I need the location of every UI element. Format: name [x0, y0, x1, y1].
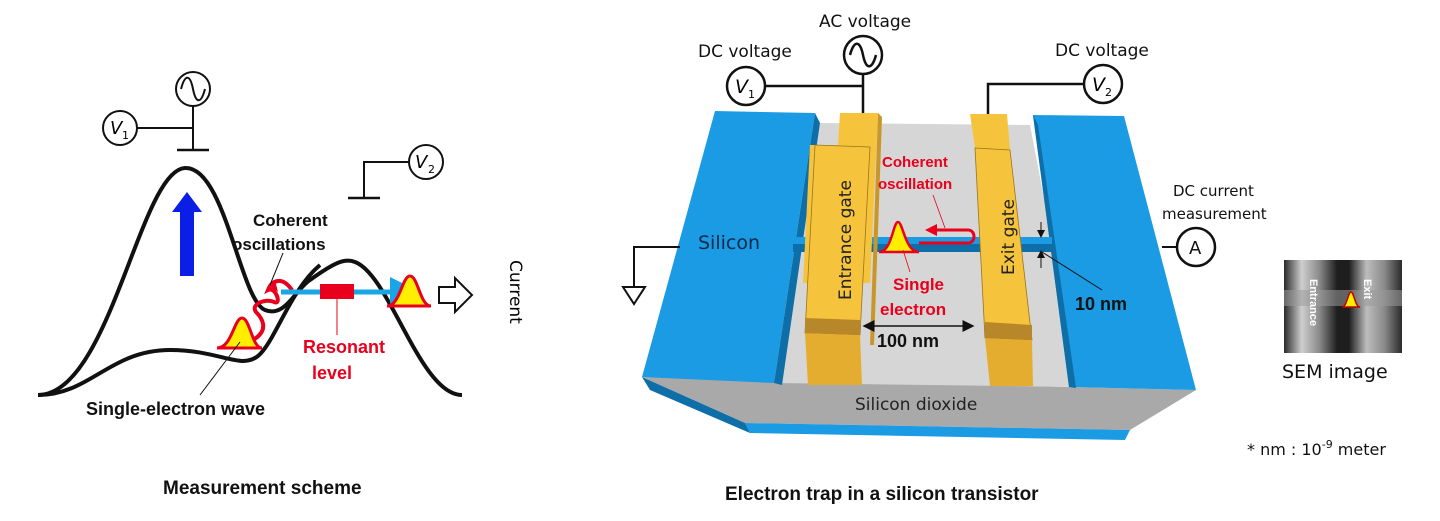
resonant-level-bar: [320, 284, 354, 299]
v2-source-icon: V 2: [408, 144, 444, 180]
v2-symbol: V: [415, 152, 429, 173]
single-electron-wave-icon: [878, 220, 920, 254]
resonant-level-label-1: Resonant: [303, 337, 385, 357]
v1-subscript: 1: [122, 129, 129, 142]
silicon-dioxide-layer: [642, 377, 1196, 430]
ammeter-symbol: A: [1189, 238, 1202, 259]
v2-subscript: 2: [1105, 86, 1112, 99]
potential-curve-lower: [37, 263, 322, 397]
resonant-level-label-2: level: [312, 363, 352, 383]
coherent-oscillation-label-1: Coherent: [882, 154, 948, 171]
exit-gate: [970, 114, 1033, 386]
coherent-oscillation-arrow: [919, 228, 976, 245]
silicon-transistor-caption: Electron trap in a silicon transistor: [725, 484, 1039, 505]
exit-gate-label: Exit gate: [999, 199, 1019, 275]
v2-symbol: V: [1092, 74, 1107, 96]
dc-current-label-2: measurement: [1162, 205, 1267, 223]
measurement-scheme-caption: Measurement scheme: [163, 478, 362, 499]
single-electron-label-2: electron: [880, 300, 946, 319]
silicon-dioxide-label: Silicon dioxide: [855, 395, 977, 415]
v1-subscript: 1: [748, 88, 755, 101]
silicon-transistor-panel: AC voltage DC voltage V 1 DC voltage V 2…: [621, 12, 1267, 505]
dc-voltage-left-label: DC voltage: [698, 42, 792, 62]
coherent-oscillations-label-1: Coherent: [253, 211, 328, 230]
output-wave-icon: [386, 274, 432, 308]
v2-source-icon: V 2: [1082, 63, 1124, 105]
potential-curve-upper: [37, 165, 463, 397]
dc-current-label-1: DC current: [1173, 182, 1254, 200]
entrance-gate: [803, 113, 882, 385]
ammeter-icon: A: [1175, 226, 1217, 268]
ac-voltage-label: AC voltage: [819, 12, 911, 32]
footnote: * nm : 10-9 meter: [1247, 438, 1386, 459]
wire-width-label: 10 nm: [1075, 294, 1127, 314]
silicon-label: Silicon: [698, 232, 760, 254]
current-arrow-icon: [438, 275, 474, 315]
ac-source-icon: [842, 34, 884, 76]
sem-image: Entrance Exit SEM image: [1282, 260, 1402, 383]
v1-source-icon: V 1: [102, 110, 138, 146]
sem-caption: SEM image: [1282, 361, 1388, 383]
single-electron-wave-icon: [216, 316, 263, 350]
measurement-scheme-panel: V 1 V 2: [37, 71, 525, 499]
v1-symbol: V: [110, 118, 124, 139]
dc-voltage-right-label: DC voltage: [1055, 41, 1149, 61]
coherent-oscillation-label-2: oscillation: [878, 176, 952, 193]
silicon-right-block: [1033, 115, 1196, 390]
single-electron-wave-label: Single-electron wave: [86, 399, 265, 419]
sem-exit-label: Exit: [1361, 279, 1373, 300]
single-electron-label-1: Single: [893, 275, 944, 294]
current-label: Current: [505, 260, 525, 324]
v2-subscript: 2: [428, 163, 435, 176]
silicon-left-block: [642, 111, 815, 383]
sem-entrance-label: Entrance: [1307, 279, 1319, 326]
ground-icon: [621, 246, 680, 306]
ac-source-icon: [175, 71, 211, 107]
coherent-oscillations-label-2: oscillations: [232, 235, 326, 254]
v1-symbol: V: [735, 76, 750, 98]
footnote-text: * nm : 10-9 meter: [1247, 438, 1386, 459]
entrance-gate-label: Entrance gate: [836, 180, 856, 300]
blue-up-arrow-icon: [172, 192, 202, 276]
gate-spacing-label: 100 nm: [877, 331, 939, 351]
v1-source-icon: V 1: [725, 65, 767, 107]
